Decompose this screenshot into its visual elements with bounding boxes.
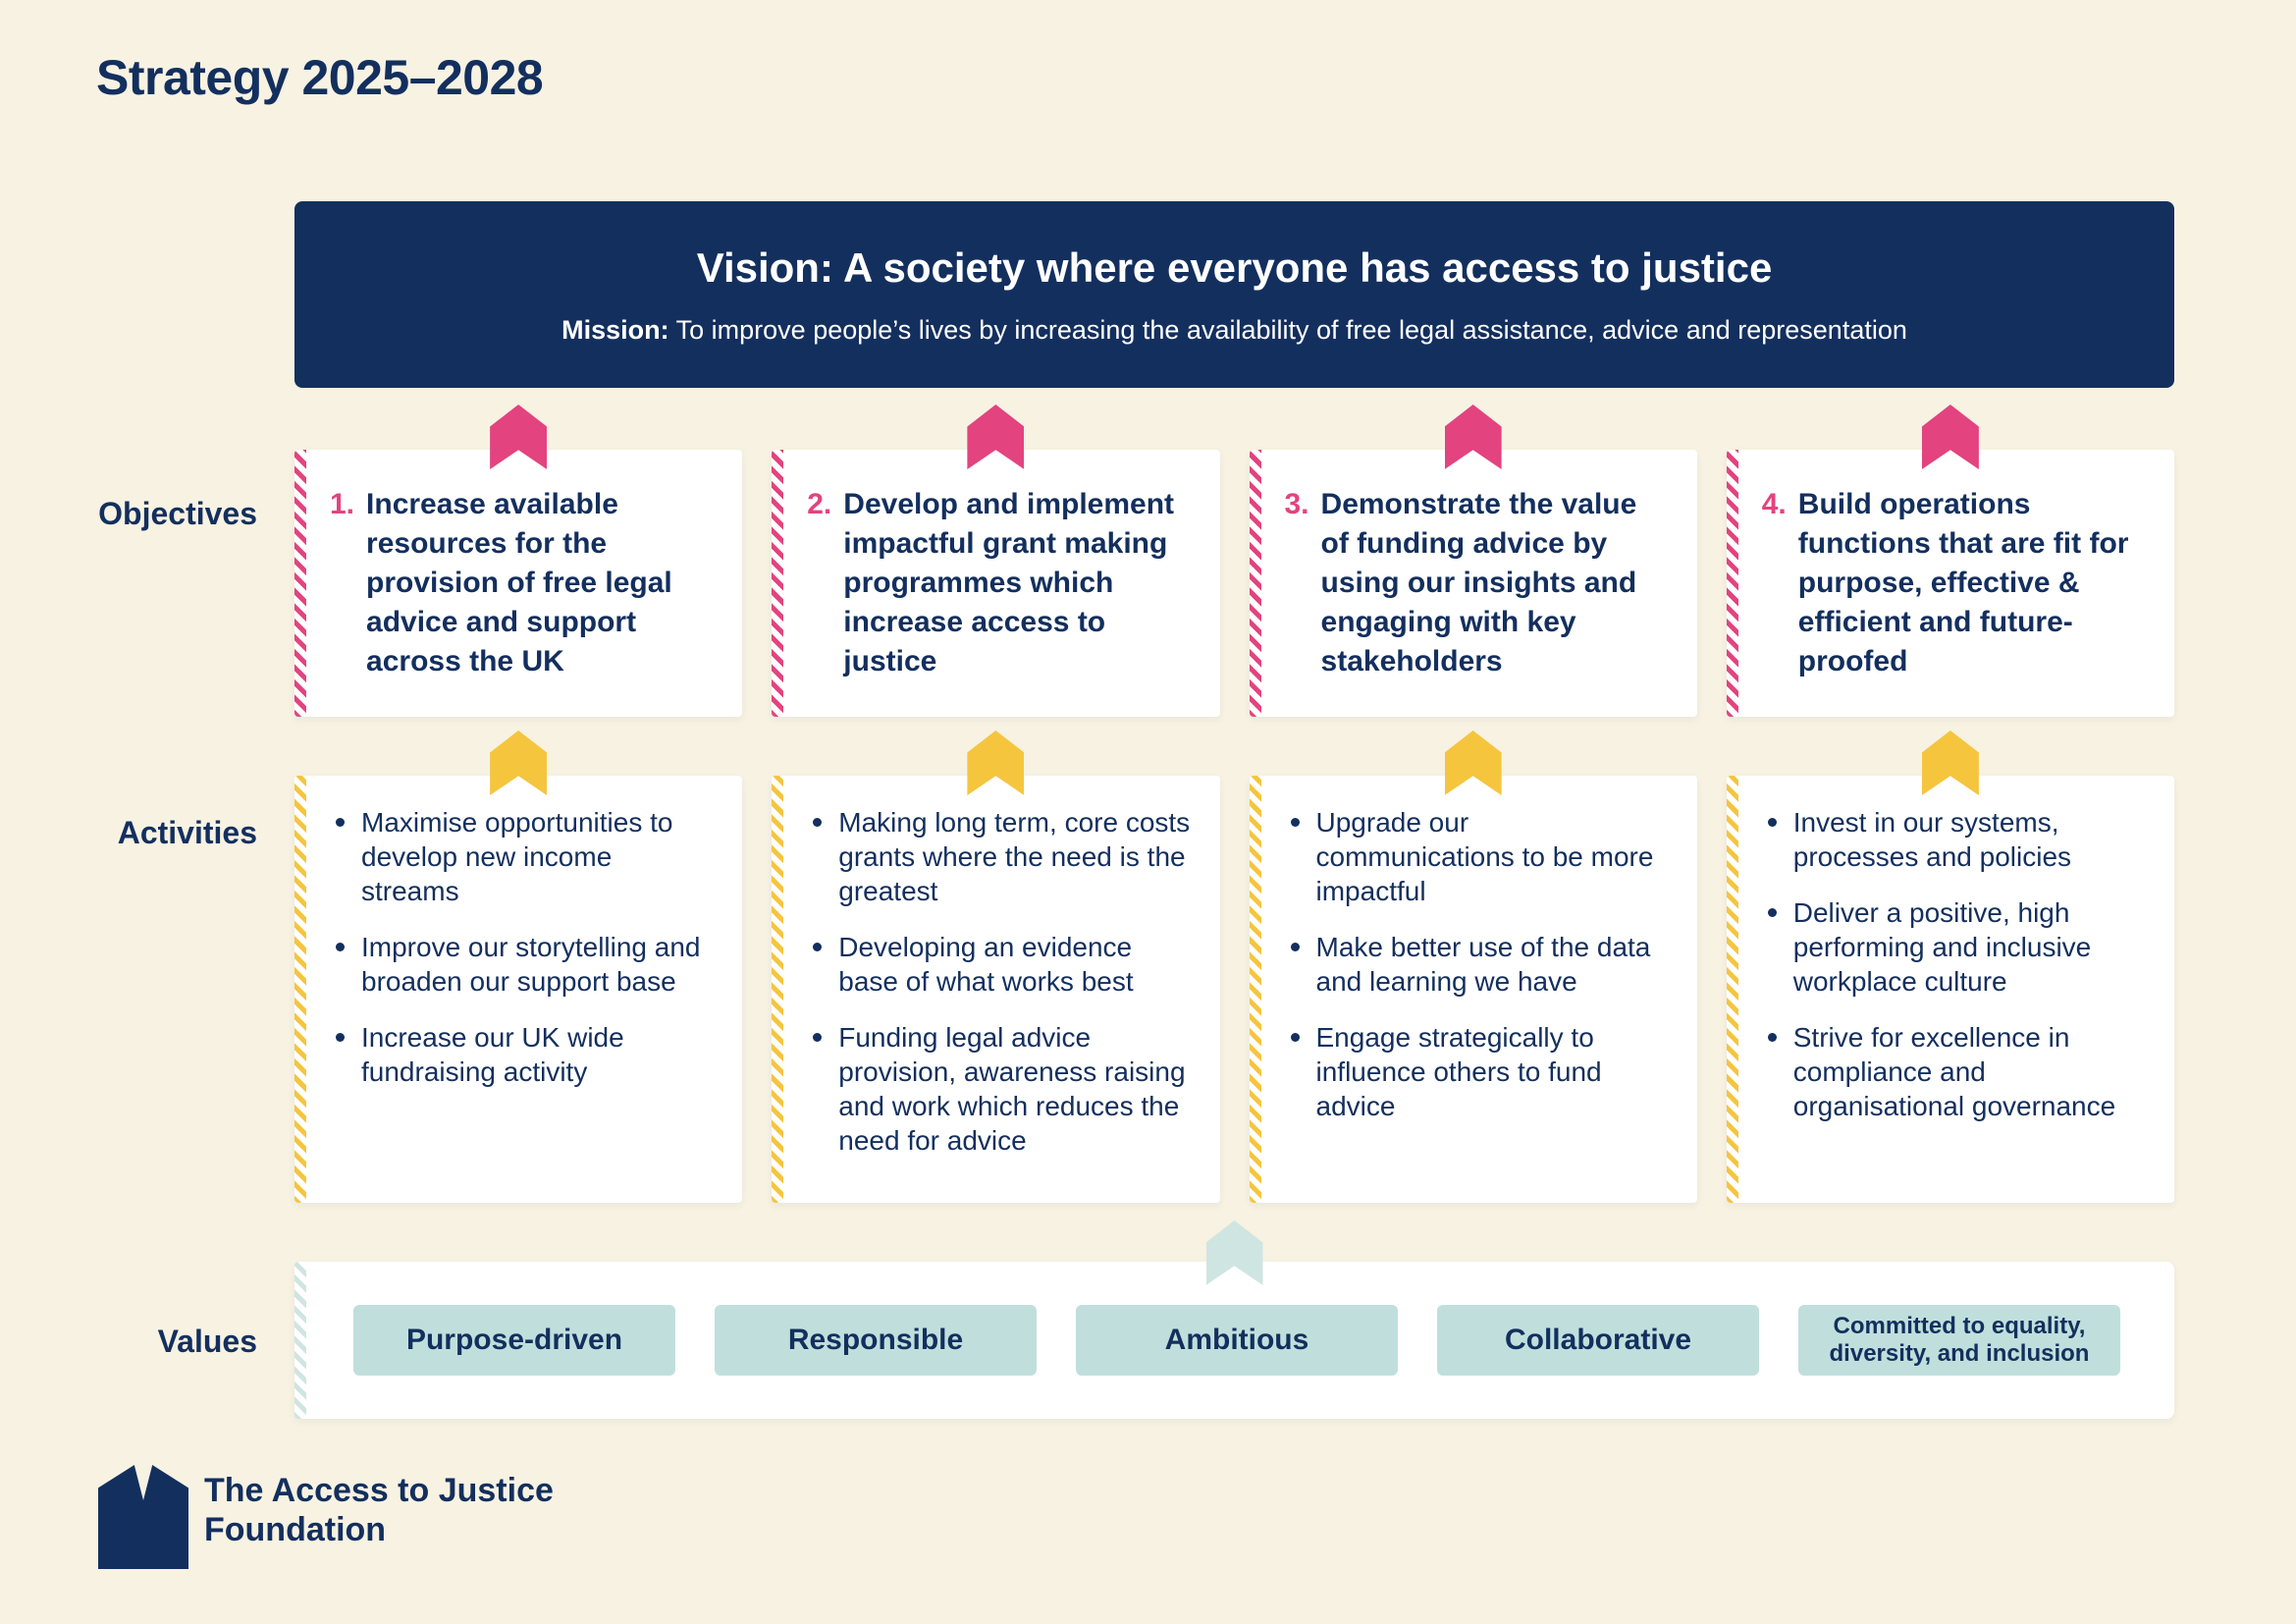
objective-text: 3. Demonstrate the value of funding advi… (1285, 485, 1668, 681)
objective-number: 4. (1761, 488, 1787, 520)
value-pill-collaborative: Collaborative (1437, 1305, 1759, 1376)
arrow-up-icon (1205, 1220, 1263, 1285)
values-bar: Purpose-driven Responsible Ambitious Col… (294, 1220, 2174, 1419)
logo-line-1: The Access to Justice (204, 1472, 554, 1509)
objective-card-1: 1. Increase available resources for the … (294, 405, 743, 717)
activity-item: Upgrade our communications to be more im… (1287, 805, 1668, 908)
activity-list: Invest in our systems, processes and pol… (1764, 805, 2145, 1123)
objective-body: Develop and implement impactful grant ma… (843, 488, 1175, 677)
logo-line-2: Foundation (204, 1511, 387, 1548)
hatch-border (772, 450, 784, 717)
objective-number: 3. (1284, 488, 1309, 520)
activity-item: Funding legal advice provision, awarenes… (809, 1020, 1190, 1158)
objective-body: Build operations functions that are fit … (1797, 488, 2129, 677)
objective-card-3: 3. Demonstrate the value of funding advi… (1249, 405, 1697, 717)
arrow-up-icon (490, 731, 548, 795)
arrow-up-icon (1921, 405, 1979, 469)
activity-item: Increase our UK wide fundraising activit… (332, 1020, 713, 1089)
mission-body: To improve people’s lives by increasing … (675, 314, 1907, 345)
hatch-border (772, 776, 784, 1203)
value-pill-ambitious: Ambitious (1076, 1305, 1398, 1376)
objective-body: Increase available resources for the pro… (366, 488, 672, 677)
activity-item: Strive for excellence in compliance and … (1764, 1020, 2145, 1123)
activity-item: Improve our storytelling and broaden our… (332, 930, 713, 999)
mission-label: Mission: (561, 314, 669, 345)
activity-item: Invest in our systems, processes and pol… (1764, 805, 2145, 874)
hatch-border (1726, 450, 1738, 717)
value-pill-responsible: Responsible (715, 1305, 1037, 1376)
objective-number: 1. (330, 488, 355, 520)
hatch-border (294, 450, 306, 717)
vision-mission-banner: Vision: A society where everyone has acc… (294, 201, 2174, 388)
arrow-up-icon (1444, 405, 1502, 469)
hatch-border (294, 1262, 306, 1419)
activity-item: Developing an evidence base of what work… (809, 930, 1190, 999)
objective-text: 2. Develop and implement impactful grant… (807, 485, 1190, 681)
mission-text: Mission: To improve people’s lives by in… (561, 315, 1907, 346)
activity-item: Make better use of the data and learning… (1287, 930, 1668, 999)
page-title: Strategy 2025–2028 (96, 50, 544, 105)
activity-item: Engage strategically to influence others… (1287, 1020, 1668, 1123)
activity-item: Making long term, core costs grants wher… (809, 805, 1190, 908)
hatch-border (294, 776, 306, 1203)
hatch-border (1249, 450, 1261, 717)
activity-list: Upgrade our communications to be more im… (1287, 805, 1668, 1123)
activity-list: Maximise opportunities to develop new in… (332, 805, 713, 1089)
activity-list: Making long term, core costs grants wher… (809, 805, 1190, 1158)
arrow-up-icon (967, 731, 1025, 795)
values-row-label: Values (157, 1324, 257, 1359)
hatch-border (1249, 776, 1261, 1203)
arrow-up-icon (1444, 731, 1502, 795)
activity-item: Deliver a positive, high performing and … (1764, 895, 2145, 999)
activities-row: Maximise opportunities to develop new in… (294, 731, 2174, 1203)
activities-row-label: Activities (117, 815, 257, 850)
activity-item: Maximise opportunities to develop new in… (332, 805, 713, 908)
objective-text: 1. Increase available resources for the … (330, 485, 713, 681)
objective-number: 2. (807, 488, 832, 520)
objective-card-2: 2. Develop and implement impactful grant… (772, 405, 1220, 717)
value-pill-equality-diversity-inclusion: Committed to equality, diversity, and in… (1798, 1305, 2120, 1376)
activity-card-2: Making long term, core costs grants wher… (772, 731, 1220, 1203)
arrow-up-icon (490, 405, 548, 469)
activity-card-1: Maximise opportunities to develop new in… (294, 731, 743, 1203)
arrow-up-icon (1921, 731, 1979, 795)
objective-body: Demonstrate the value of funding advice … (1320, 488, 1637, 677)
foundation-logo-icon (98, 1465, 188, 1569)
activity-card-4: Invest in our systems, processes and pol… (1726, 731, 2174, 1203)
objectives-row: 1. Increase available resources for the … (294, 405, 2174, 717)
arrow-up-icon (967, 405, 1025, 469)
hatch-border (1726, 776, 1738, 1203)
vision-text: Vision: A society where everyone has acc… (696, 244, 1773, 291)
foundation-logo-text: The Access to Justice Foundation (204, 1471, 554, 1549)
objective-card-4: 4. Build operations functions that are f… (1726, 405, 2174, 717)
objectives-row-label: Objectives (98, 496, 257, 531)
value-pill-purpose-driven: Purpose-driven (353, 1305, 675, 1376)
objective-text: 4. Build operations functions that are f… (1762, 485, 2145, 681)
activity-card-3: Upgrade our communications to be more im… (1249, 731, 1697, 1203)
